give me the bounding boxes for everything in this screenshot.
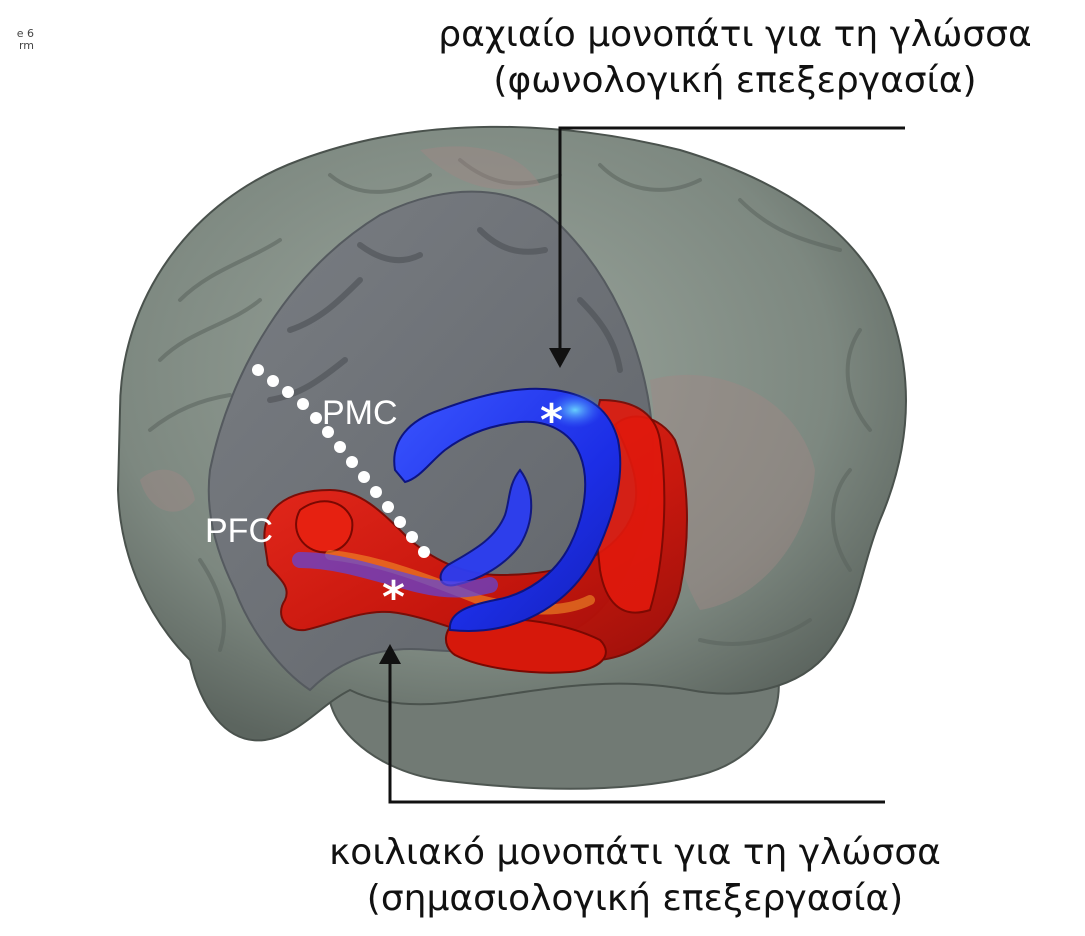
ventral-pathway-title: κοιλιακό μονοπάτι για τη γλώσσα <box>290 830 980 876</box>
ventral-tract-anterior-knob <box>296 501 352 552</box>
dorsal-star-marker: * <box>540 395 563 446</box>
ventral-pathway-subtitle: (σημασιολογική επεξεργασία) <box>290 876 980 922</box>
pfc-label: PFC <box>205 512 273 550</box>
ventral-pathway-caption: κοιλιακό μονοπάτι για τη γλώσσα (σημασιο… <box>290 830 980 922</box>
pmc-label: PMC <box>322 394 398 432</box>
dorsal-pathway-caption: ραχιαίο μονοπάτι για τη γλώσσα (φωνολογι… <box>395 12 1075 104</box>
dorsal-pathway-subtitle: (φωνολογική επεξεργασία) <box>395 58 1075 104</box>
dorsal-pathway-title: ραχιαίο μονοπάτι για τη γλώσσα <box>395 12 1075 58</box>
ventral-star-marker: * <box>382 572 405 623</box>
